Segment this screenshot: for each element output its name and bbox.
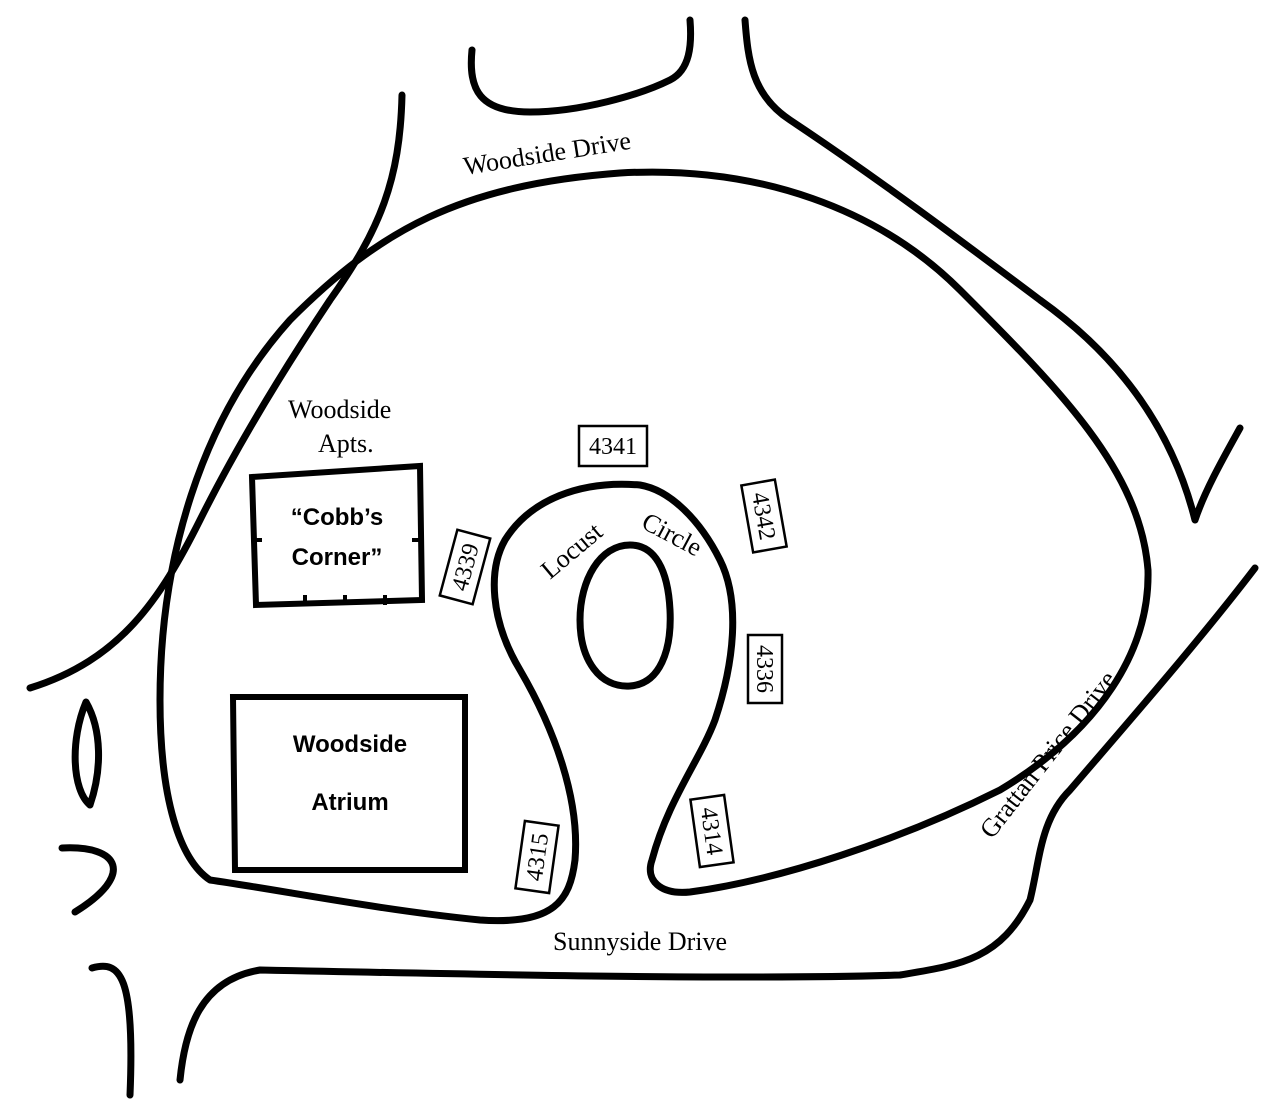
address-4342: 4342 [739,478,789,554]
address-4336-label: 4336 [751,645,777,693]
woodside-atrium-label-line2: Atrium [311,789,388,816]
woodside-apts-label-line2: Apts. [318,429,374,458]
locust-circle-island [576,541,674,690]
sunnyside-drive-south-edge [176,564,1259,1084]
address-4341-label: 4341 [589,434,637,460]
cobbs-corner-label-line1: “Cobb’s [291,504,383,531]
address-4339: 4339 [438,528,492,606]
address-4314: 4314 [689,793,735,869]
woodside-drive-outer-edge-west [26,91,406,692]
west-curve-fragment [58,844,117,916]
west-median-island [71,698,103,809]
north-cul-de-sac [467,16,695,116]
address-4336: 4336 [746,633,784,705]
cobbs-corner-label-line2: Corner” [292,544,383,571]
address-4315: 4315 [514,819,560,895]
woodside-atrium-label-line1: Woodside [293,731,407,758]
woodside-drive-inner-edge [156,168,1152,925]
woodside-apts-label-line1: Woodside [288,395,391,424]
southwest-curve-fragment [88,962,135,1099]
woodside-drive-outer-edge-east [741,16,1244,524]
locust-circle-label-word1: Locust [535,516,608,584]
cobbs-corner-building: “Cobb’s Corner” [248,462,426,609]
woodside-atrium-building: Woodside Atrium [229,694,468,873]
address-4341: 4341 [577,424,649,468]
sunnyside-drive-label: Sunnyside Drive [553,927,727,956]
